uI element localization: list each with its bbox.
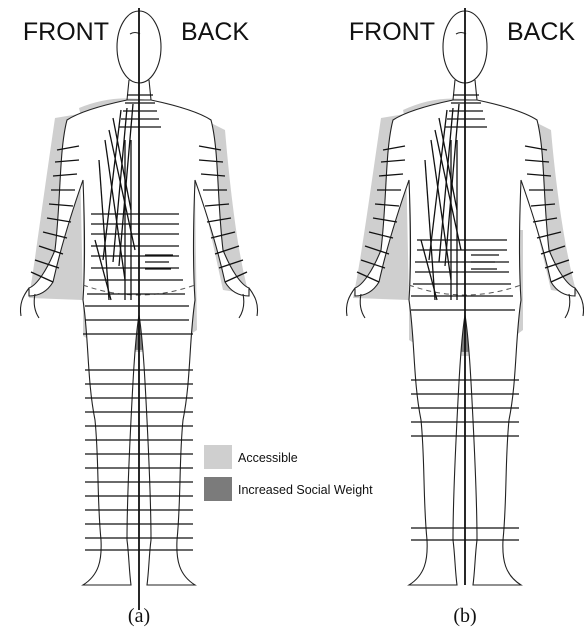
- legend-label-social-weight: Increased Social Weight: [238, 483, 373, 497]
- back-label-a: BACK: [181, 18, 249, 46]
- caption-a: (a): [128, 605, 150, 627]
- legend-item-social-weight: Increased Social Weight: [204, 477, 373, 501]
- back-label-b: BACK: [507, 18, 575, 46]
- legend-item-accessible: Accessible: [204, 445, 298, 469]
- legend-label-accessible: Accessible: [238, 451, 298, 465]
- panel-b: FRONT BACK (b): [346, 8, 583, 627]
- legend-swatch-accessible: [204, 445, 232, 469]
- panel-a: FRONT BACK (a): [20, 8, 257, 627]
- legend-swatch-social-weight: [204, 477, 232, 501]
- legend: Accessible Increased Social Weight: [204, 445, 373, 501]
- front-label-b: FRONT: [349, 18, 435, 46]
- front-label-a: FRONT: [23, 18, 109, 46]
- caption-b: (b): [453, 605, 476, 627]
